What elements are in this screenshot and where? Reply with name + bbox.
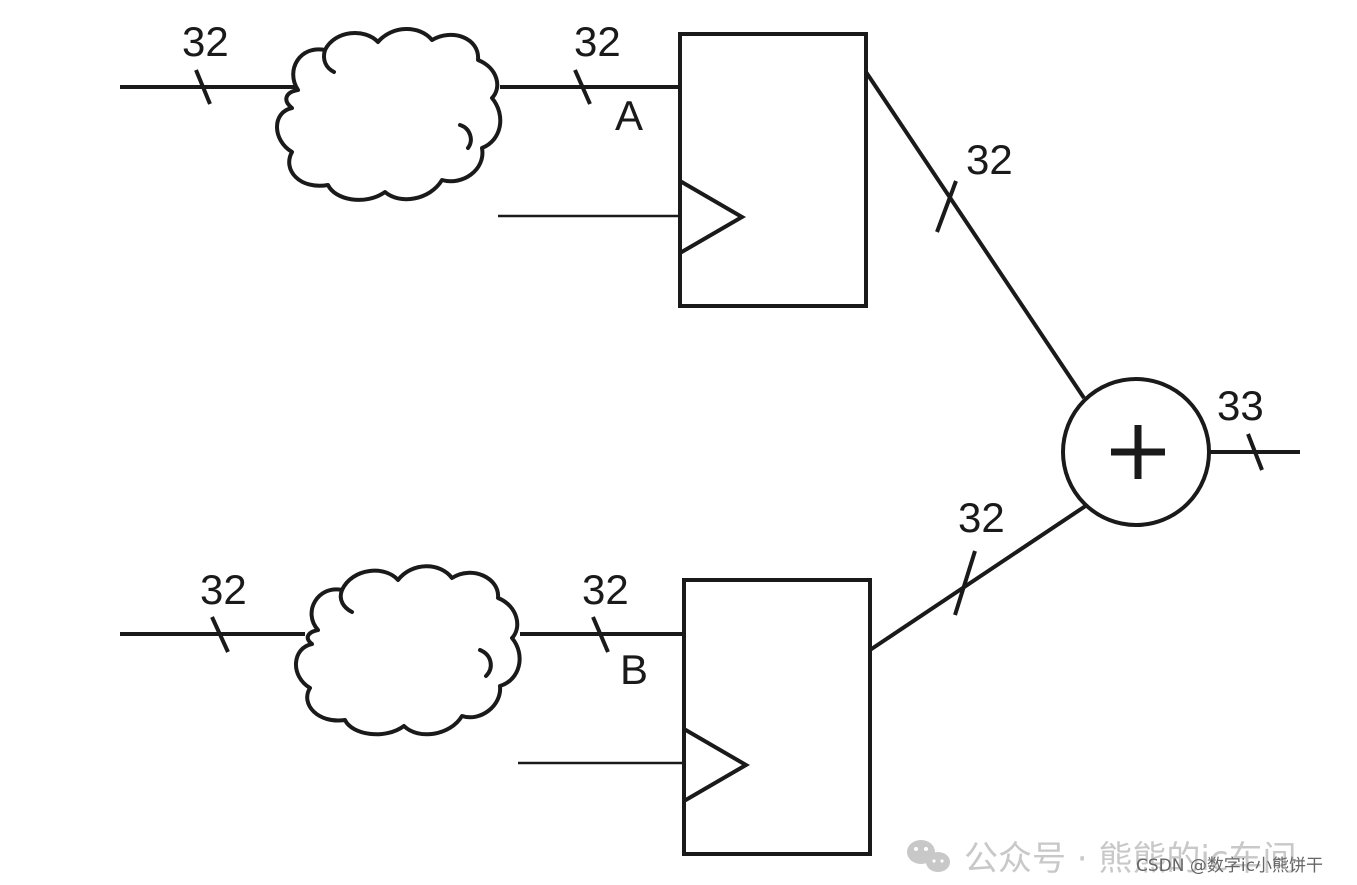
reg-b-input-width-label: 32: [582, 566, 629, 613]
reg-a-output-width-label: 32: [966, 136, 1013, 183]
reg-b-output-wire: [868, 503, 1089, 652]
reg-a-input-width-label: 32: [574, 18, 621, 65]
sum-output-bus-slash: [1246, 433, 1264, 471]
reg-a-input-bus-slash: [573, 69, 592, 105]
reg-a-output-bus-slash: [935, 180, 958, 233]
wechat-icon: [907, 840, 950, 872]
combinational-logic-cloud-b: [294, 564, 522, 737]
adder: [1061, 377, 1211, 527]
reg-b-input-bus-slash: [591, 616, 610, 653]
input-b-bus-slash: [210, 616, 230, 653]
register-a: [678, 32, 868, 308]
input-b-width-label: 32: [200, 566, 247, 613]
register-b: [682, 578, 872, 856]
reg-b-output-width-label: 32: [958, 494, 1005, 541]
input-a-width-label: 32: [182, 18, 229, 65]
wechat-watermark: 公众号 · 熊熊的ic车间: [964, 839, 1297, 879]
signal-b-label: B: [620, 646, 648, 693]
input-a-bus-slash: [194, 69, 212, 105]
clock-triangle-b: [682, 725, 750, 805]
sum-output-width-label: 33: [1217, 382, 1264, 429]
combinational-logic-cloud-a: [275, 27, 503, 202]
signal-a-label: A: [615, 92, 643, 139]
csdn-watermark: CSDN @数字ic小熊饼干: [1136, 856, 1323, 876]
reg-b-output-bus-slash: [953, 550, 977, 616]
reg-a-output-wire: [864, 70, 1086, 400]
